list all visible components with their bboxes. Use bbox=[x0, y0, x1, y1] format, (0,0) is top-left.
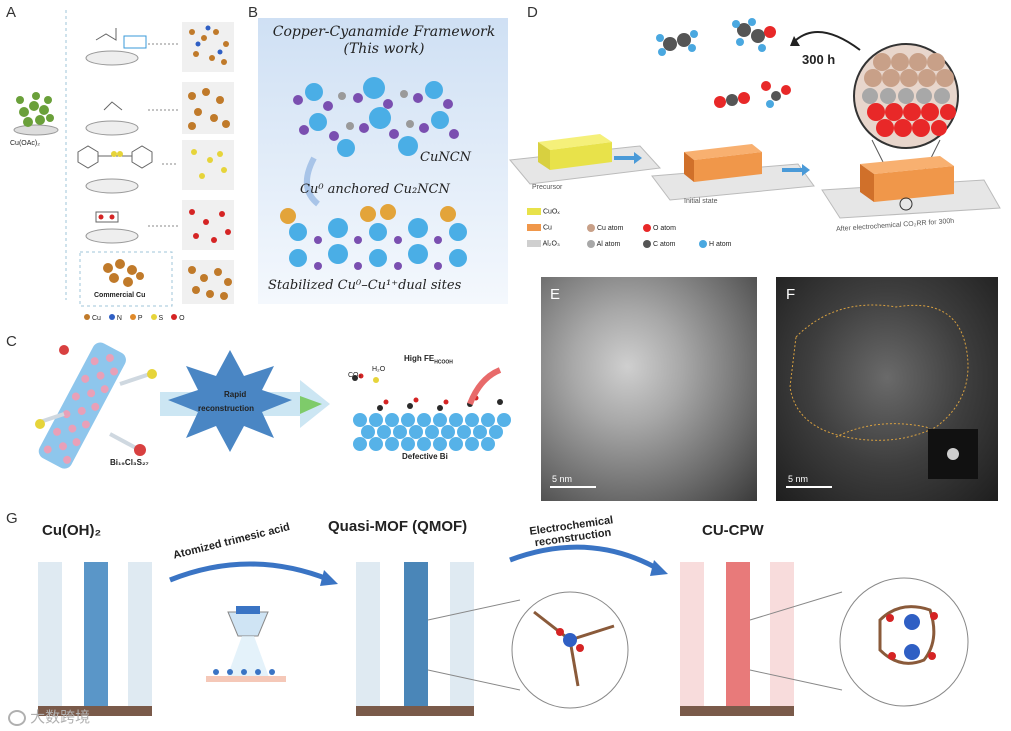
panel-e-scalebar-label: 5 nm bbox=[552, 474, 573, 484]
watermark-logo-icon bbox=[8, 710, 26, 727]
panel-f-label: F bbox=[786, 286, 796, 303]
panel-c-figure bbox=[35, 342, 511, 469]
panel-a-label: A bbox=[6, 4, 17, 21]
qmof-zoom-circle bbox=[511, 591, 629, 709]
legend-c-atom: C atom bbox=[643, 240, 676, 248]
reconstruction-label: reconstruction bbox=[198, 404, 255, 413]
panel-b-title: Copper-Cyanamide Framework (This work) bbox=[262, 24, 506, 58]
panel-f-overlay bbox=[789, 304, 978, 479]
h2o-label: H₂O bbox=[372, 366, 386, 373]
cu-oac-cluster bbox=[13, 92, 59, 136]
cuoh2-label: Cu(OH)₂ bbox=[42, 522, 102, 539]
cuoh2-electrode bbox=[38, 562, 152, 716]
panel-c-label: C bbox=[6, 333, 17, 350]
cu-block-initial bbox=[684, 144, 762, 182]
panel-e-micrograph bbox=[541, 277, 757, 501]
co2-label: CO₂ bbox=[348, 372, 362, 379]
legend-cu-atom: Cu atom bbox=[587, 224, 623, 232]
high-fe-label: High FEHCOOH bbox=[404, 354, 453, 366]
bi-rod bbox=[38, 342, 126, 469]
panel-e-scalebar bbox=[550, 486, 596, 488]
panel-f-scalebar-label: 5 nm bbox=[788, 474, 809, 484]
qmof-linker bbox=[533, 610, 615, 687]
legend-n: N bbox=[108, 314, 122, 322]
initial-state-label: Initial state bbox=[684, 198, 718, 205]
cucpw-electrode bbox=[680, 562, 794, 716]
defective-bi-surface bbox=[353, 395, 511, 451]
cucpw-cluster bbox=[878, 605, 936, 665]
legend-p: P bbox=[129, 314, 143, 322]
cu-block-after bbox=[860, 156, 954, 211]
panel-f-scalebar bbox=[786, 486, 832, 488]
legend-h-atom: H atom bbox=[699, 240, 732, 248]
rapid-label: Rapid bbox=[224, 390, 247, 399]
panel-b-label: B bbox=[248, 4, 259, 21]
panel-a-figure bbox=[13, 10, 234, 307]
cucpw-label: CU-CPW bbox=[702, 522, 764, 539]
panel-d-label: D bbox=[527, 4, 538, 21]
panel-a-legend: Cu N P S O bbox=[84, 314, 185, 322]
legend-cuox: CuOₓ bbox=[527, 208, 560, 215]
watermark: 大数跨境 bbox=[8, 706, 90, 727]
legend-s: S bbox=[150, 314, 163, 322]
panel-g-label: G bbox=[6, 510, 18, 527]
cuncn-layers bbox=[293, 77, 459, 157]
framework-title: Copper-Cyanamide Framework bbox=[272, 24, 496, 40]
legend-al2o3: Al₂O₃ bbox=[527, 240, 560, 247]
legend-cu: Cu bbox=[84, 314, 101, 322]
panel-e-label: E bbox=[550, 286, 561, 303]
legend-o-atom: O atom bbox=[643, 224, 676, 232]
zoom-lattice bbox=[853, 43, 959, 149]
this-work-label: (This work) bbox=[343, 41, 425, 57]
qmof-label: Quasi-MOF (QMOF) bbox=[328, 518, 468, 535]
cuox-block bbox=[538, 134, 612, 170]
legend-o: O bbox=[171, 314, 185, 322]
hours-label: 300 h bbox=[802, 52, 836, 67]
cuncn-label: CuNCN bbox=[420, 150, 472, 165]
precursor-label: Precursor bbox=[532, 184, 563, 191]
panel-b-figure bbox=[280, 77, 467, 270]
cu-anchored-label: Cu⁰ anchored Cu₂NCN bbox=[300, 182, 450, 197]
dual-sites-label: Stabilized Cu⁰–Cu¹⁺dual sites bbox=[268, 278, 462, 293]
panel-g-figure bbox=[38, 544, 969, 716]
crystal-products bbox=[182, 22, 234, 304]
panel-d-legend: CuOₓ Cu Al₂O₃ Cu atom O atom Al atom C a… bbox=[527, 208, 797, 258]
source-label: Cu(OAc)₂ bbox=[10, 140, 40, 147]
product-molecules bbox=[656, 18, 791, 108]
defective-bi-label: Defective Bi bbox=[402, 452, 448, 461]
legend-al-atom: Al atom bbox=[587, 240, 620, 248]
qmof-electrode bbox=[356, 562, 474, 716]
cu2ncn-layers bbox=[280, 204, 467, 270]
cucpw-zoom-circle bbox=[839, 577, 969, 707]
compound-label: Bi₁₉Cl₃S₂₇ bbox=[110, 458, 149, 467]
legend-cu-box: Cu bbox=[527, 224, 552, 231]
commercial-cu-label: Commercial Cu bbox=[94, 292, 146, 299]
atomizer-sprayer bbox=[206, 606, 286, 682]
panel-d-figure bbox=[509, 18, 1001, 219]
reconstruction-burst bbox=[168, 350, 292, 452]
